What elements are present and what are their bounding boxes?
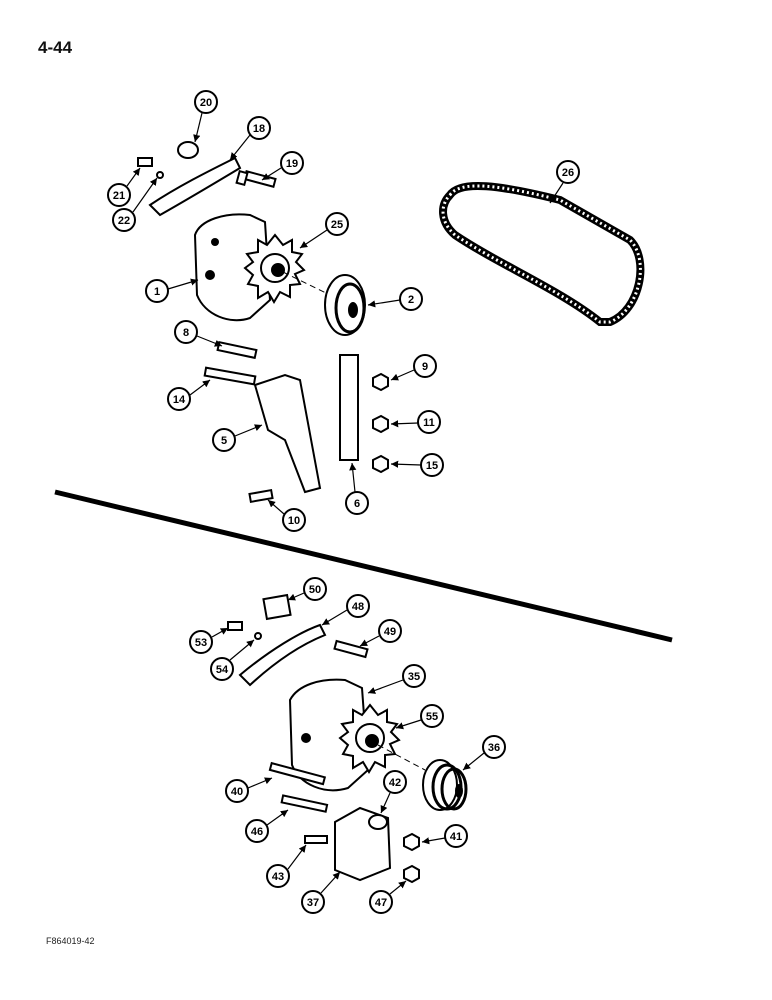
bolt-14 (203, 366, 257, 386)
callout-19: 19 (261, 151, 304, 181)
callout-10: 10 (267, 499, 306, 532)
svg-text:43: 43 (272, 871, 284, 883)
bolt-46 (280, 794, 329, 813)
callout-50: 50 (287, 577, 327, 601)
bolt-43 (304, 835, 328, 844)
svg-text:55: 55 (426, 711, 438, 723)
svg-text:22: 22 (118, 215, 130, 227)
callout-25: 25 (299, 212, 349, 249)
svg-text:48: 48 (352, 601, 364, 613)
nuts-top (372, 372, 389, 474)
bolt-10 (248, 488, 274, 504)
callout-48: 48 (321, 594, 370, 626)
svg-text:49: 49 (384, 626, 396, 638)
callout-46: 46 (245, 809, 289, 843)
svg-text:41: 41 (450, 831, 462, 843)
figure-id: F864019-42 (46, 936, 95, 946)
drive-belt (439, 182, 645, 326)
svg-text:21: 21 (113, 190, 125, 202)
alternator-bottom (288, 678, 426, 792)
svg-text:15: 15 (426, 460, 438, 472)
callout-53: 53 (189, 627, 229, 654)
spacer-bottom (262, 593, 292, 621)
alternator-top (193, 213, 331, 322)
callout-1: 1 (145, 278, 199, 303)
callout-36: 36 (462, 735, 506, 771)
callout-11: 11 (390, 410, 441, 434)
callout-35: 35 (367, 664, 426, 694)
callout-8: 8 (174, 320, 223, 347)
svg-text:40: 40 (231, 786, 243, 798)
callout-54: 54 (210, 639, 255, 681)
bolt-53 (227, 621, 262, 640)
svg-text:36: 36 (488, 742, 500, 754)
section-divider (54, 489, 673, 643)
callout-5: 5 (212, 424, 263, 452)
callout-40: 40 (225, 777, 273, 803)
svg-text:5: 5 (221, 435, 227, 447)
callout-22: 22 (112, 177, 158, 232)
callout-37: 37 (301, 871, 341, 914)
svg-text:35: 35 (408, 671, 420, 683)
svg-text:47: 47 (375, 897, 387, 909)
adjusting-strap-bottom (238, 623, 327, 687)
nuts-bottom (403, 832, 420, 884)
callout-15: 15 (390, 453, 444, 477)
svg-text:54: 54 (216, 664, 229, 676)
spacer-42 (368, 814, 388, 830)
pulley-top (324, 274, 366, 336)
callout-55: 55 (395, 704, 444, 730)
bolt-40 (268, 761, 327, 786)
callout-20: 20 (193, 90, 218, 143)
svg-text:25: 25 (331, 219, 343, 231)
callout-9: 9 (390, 354, 437, 381)
callout-6: 6 (345, 462, 369, 515)
svg-text:11: 11 (423, 417, 435, 429)
svg-text:14: 14 (173, 394, 186, 406)
callout-42: 42 (380, 770, 407, 814)
brace-plate-top (339, 354, 359, 461)
bolt-8 (216, 340, 258, 360)
callout-26: 26 (549, 160, 580, 204)
svg-text:53: 53 (195, 637, 207, 649)
svg-text:1: 1 (154, 286, 160, 298)
bolt-49 (333, 639, 369, 659)
callout-47: 47 (369, 880, 407, 914)
adjusting-strap-top (148, 156, 242, 217)
callout-41: 41 (421, 824, 468, 848)
callout-2: 2 (367, 287, 423, 311)
svg-text:10: 10 (288, 515, 300, 527)
spacer-top (177, 141, 199, 159)
callout-14: 14 (167, 379, 211, 411)
svg-text:37: 37 (307, 897, 319, 909)
callout-43: 43 (266, 844, 307, 888)
mounting-bracket-top (253, 373, 322, 494)
callout-18: 18 (229, 116, 271, 161)
svg-text:50: 50 (309, 584, 321, 596)
svg-text:46: 46 (251, 826, 263, 838)
svg-text:8: 8 (183, 327, 189, 339)
svg-text:42: 42 (389, 777, 401, 789)
svg-text:9: 9 (422, 361, 428, 373)
callout-21: 21 (107, 167, 141, 207)
page-number: 4-44 (38, 38, 73, 57)
svg-text:26: 26 (562, 167, 574, 179)
svg-text:2: 2 (408, 294, 414, 306)
bolt-19 (235, 169, 277, 188)
svg-text:18: 18 (253, 123, 265, 135)
pulley-bottom (422, 759, 468, 811)
svg-text:20: 20 (200, 97, 212, 109)
svg-text:6: 6 (354, 498, 360, 510)
svg-text:19: 19 (286, 158, 298, 170)
callout-49: 49 (359, 619, 402, 647)
bolt-21 (137, 157, 164, 179)
